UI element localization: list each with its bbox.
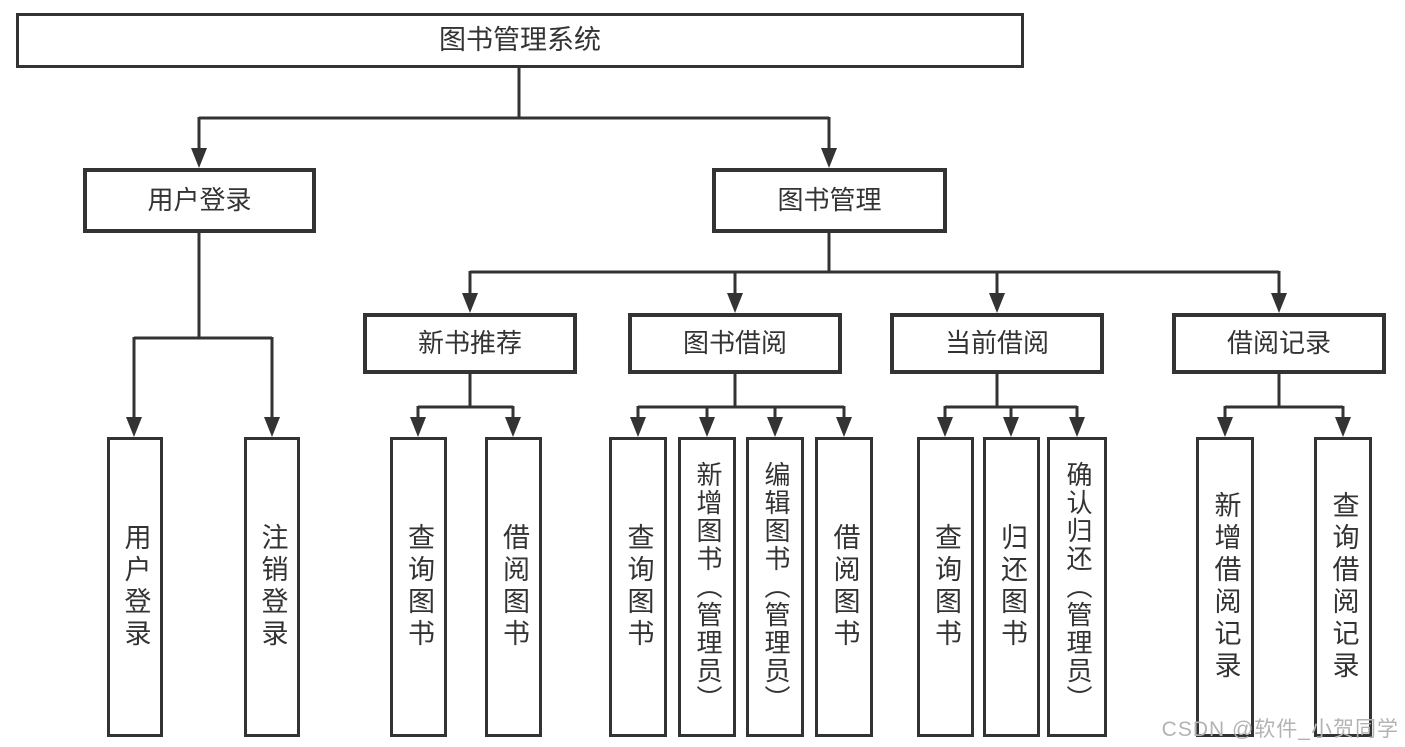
node-leaf-confirm-return-admin: 确认归还（管理员） — [1047, 437, 1107, 737]
node-leaf-borrow-books-2: 借阅图书 — [815, 437, 873, 737]
node-book-borrowing: 图书借阅 — [628, 313, 842, 374]
connector-bookmgmt-to-level3 — [468, 233, 1281, 297]
node-new-book-recommend: 新书推荐 — [363, 313, 577, 374]
node-leaf-user-login-label: 用户登录 — [120, 523, 151, 651]
node-current-borrowing: 当前借阅 — [890, 313, 1104, 374]
node-root-label: 图书管理系统 — [439, 24, 601, 55]
node-leaf-query-books-1-label: 查询图书 — [404, 523, 435, 651]
node-leaf-query-books-3-label: 查询图书 — [931, 523, 962, 651]
node-leaf-add-books-admin-label: 新增图书（管理员） — [692, 461, 723, 713]
node-borrowing-records: 借阅记录 — [1172, 313, 1386, 374]
node-leaf-borrow-books-2-label: 借阅图书 — [829, 523, 860, 651]
node-leaf-query-books-2: 查询图书 — [609, 437, 667, 737]
node-leaf-borrow-books-1: 借阅图书 — [485, 437, 542, 737]
arrowheads — [126, 148, 1351, 437]
connector-borrowing-to-leaves — [636, 374, 846, 421]
node-leaf-edit-books-admin: 编辑图书（管理员） — [746, 437, 804, 737]
connector-userlogin-to-leaves — [132, 233, 274, 421]
node-user-login: 用户登录 — [83, 168, 316, 233]
node-leaf-return-books: 归还图书 — [983, 437, 1040, 737]
node-leaf-user-login: 用户登录 — [107, 437, 163, 737]
node-leaf-borrow-books-1-label: 借阅图书 — [499, 523, 530, 651]
node-leaf-edit-books-admin-label: 编辑图书（管理员） — [760, 461, 791, 713]
connector-current-to-leaves — [943, 374, 1079, 421]
node-leaf-confirm-return-admin-label: 确认归还（管理员） — [1062, 461, 1093, 713]
node-user-login-label: 用户登录 — [147, 184, 252, 215]
node-book-management: 图书管理 — [712, 168, 947, 233]
node-leaf-query-books-2-label: 查询图书 — [623, 523, 654, 651]
node-current-borrowing-label: 当前借阅 — [944, 327, 1049, 358]
node-leaf-query-borrow-record-label: 查询借阅记录 — [1328, 491, 1359, 683]
node-leaf-query-books-1: 查询图书 — [390, 437, 447, 737]
connector-newbook-to-leaves — [416, 374, 515, 421]
node-root: 图书管理系统 — [16, 13, 1024, 68]
node-new-book-recommend-label: 新书推荐 — [417, 327, 522, 358]
node-leaf-return-books-label: 归还图书 — [997, 523, 1028, 651]
node-book-borrowing-label: 图书借阅 — [682, 327, 787, 358]
connector-root-to-level2 — [197, 68, 831, 152]
node-leaf-add-books-admin: 新增图书（管理员） — [678, 437, 736, 737]
node-book-management-label: 图书管理 — [777, 184, 882, 215]
node-leaf-logout: 注销登录 — [244, 437, 300, 737]
node-leaf-query-borrow-record: 查询借阅记录 — [1314, 437, 1372, 737]
node-leaf-query-books-3: 查询图书 — [917, 437, 974, 737]
node-leaf-logout-label: 注销登录 — [257, 523, 288, 651]
csdn-watermark: CSDN @软件_小贺同学 — [1161, 718, 1399, 741]
node-leaf-add-borrow-record-label: 新增借阅记录 — [1210, 491, 1241, 683]
node-borrowing-records-label: 借阅记录 — [1226, 327, 1331, 358]
node-leaf-add-borrow-record: 新增借阅记录 — [1196, 437, 1254, 737]
connector-records-to-leaves — [1223, 374, 1345, 421]
